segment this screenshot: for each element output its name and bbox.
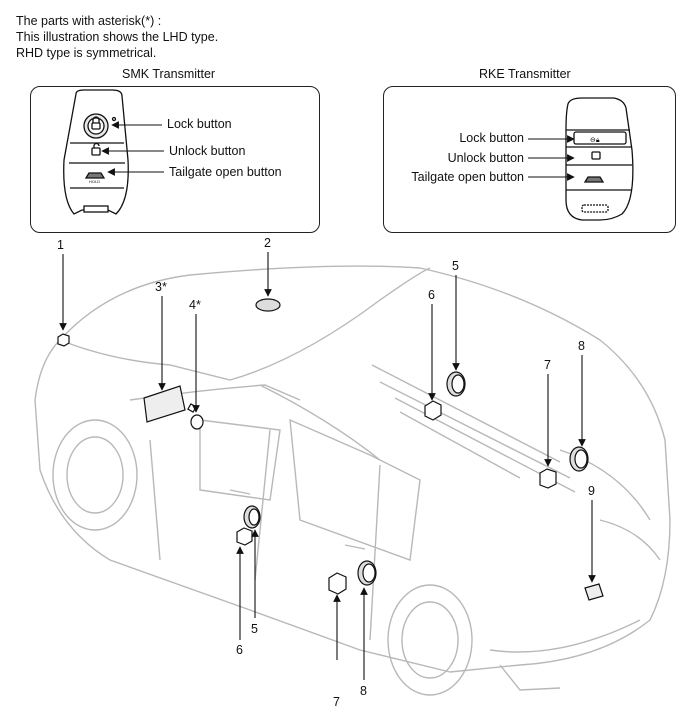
- rke-tailgate-label: Tailgate open button: [411, 170, 524, 184]
- callout-9: 9: [588, 484, 595, 498]
- part-3-marker: [143, 385, 186, 423]
- callout-8-lower: 8: [360, 684, 367, 698]
- callout-1: 1: [57, 238, 64, 252]
- svg-text:⊖🔒︎: ⊖🔒︎: [590, 137, 600, 144]
- callout-4: 4*: [189, 298, 201, 312]
- note-lhd: This illustration shows the LHD type.: [16, 30, 219, 44]
- callout-5-upper: 5: [452, 259, 459, 273]
- smk-tailgate-label: Tailgate open button: [169, 165, 282, 179]
- callout-7-upper: 7: [544, 358, 551, 372]
- rke-title: RKE Transmitter: [479, 67, 571, 81]
- part-6b-marker: [236, 527, 253, 546]
- rke-lock-label: Lock button: [459, 131, 524, 145]
- callout-7-lower: 7: [333, 695, 340, 709]
- callout-3: 3*: [155, 280, 167, 294]
- callout-6-lower: 6: [236, 643, 243, 657]
- smk-title: SMK Transmitter: [122, 67, 216, 81]
- vehicle-outline: [34, 265, 671, 696]
- part-1-marker: [57, 333, 70, 347]
- part-4-marker: [190, 414, 204, 430]
- callout-5-lower: 5: [251, 622, 258, 636]
- part-7a-marker: [539, 468, 557, 489]
- rke-fob: ⊖🔒︎: [565, 97, 634, 221]
- callout-2: 2: [264, 236, 271, 250]
- note-rhd: RHD type is symmetrical.: [16, 46, 157, 60]
- svg-text:HOLD: HOLD: [89, 179, 100, 184]
- rke-unlock-label: Unlock button: [447, 151, 524, 165]
- part-6a-marker: [424, 400, 442, 421]
- callout-6-upper: 6: [428, 288, 435, 302]
- smk-unlock-label: Unlock button: [169, 144, 246, 158]
- note-asterisk: The parts with asterisk(*) :: [16, 14, 162, 28]
- part-2-marker: [255, 298, 281, 312]
- part-9-marker: [584, 583, 604, 601]
- part-7b-marker: [328, 572, 347, 595]
- smk-lock-label: Lock button: [167, 117, 232, 131]
- smk-fob: HOLD: [63, 89, 129, 215]
- callout-8-upper: 8: [578, 339, 585, 353]
